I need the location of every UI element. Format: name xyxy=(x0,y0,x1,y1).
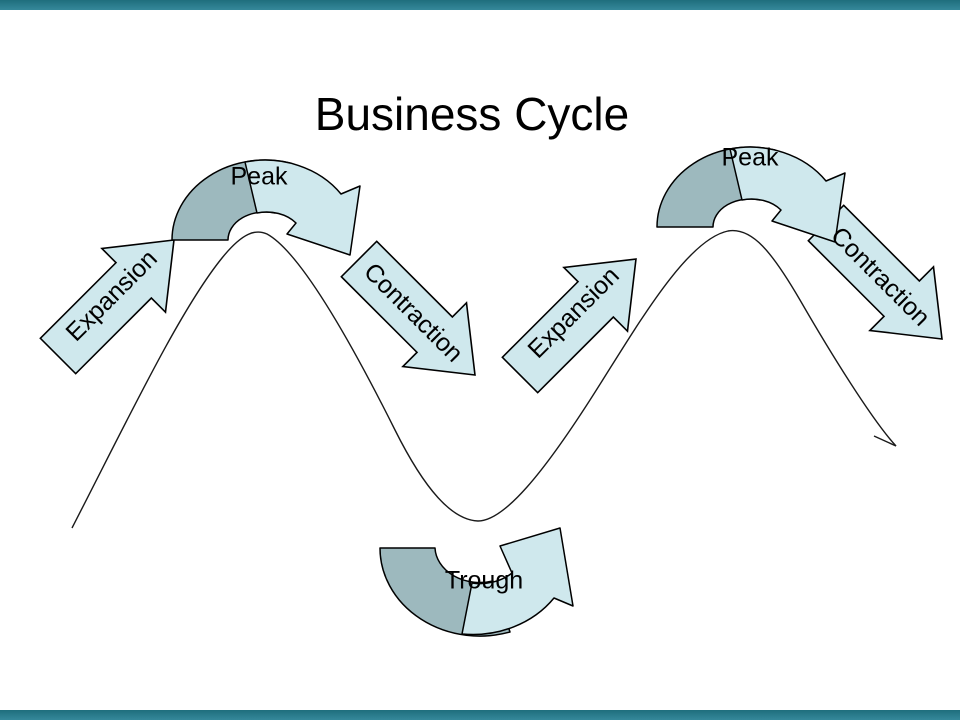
contraction-arrow-1 xyxy=(340,240,476,376)
contraction-arrow-2 xyxy=(807,204,943,340)
trough-label: Trough xyxy=(444,566,524,595)
expansion-arrow-1 xyxy=(39,239,175,375)
peak-arrow-2-front xyxy=(729,146,846,243)
peak-arrow-1-front xyxy=(244,159,361,256)
top-accent-bar xyxy=(0,0,960,10)
bottom-accent-bar xyxy=(0,710,960,720)
business-cycle-curve xyxy=(71,229,897,529)
peak-label-1: Peak xyxy=(230,162,288,191)
page-title: Business Cycle xyxy=(314,87,630,140)
peak-label-2: Peak xyxy=(721,143,779,172)
trough-arrow-front xyxy=(461,527,574,636)
curve-end-tick xyxy=(873,435,897,447)
expansion-arrow-2 xyxy=(501,258,637,394)
